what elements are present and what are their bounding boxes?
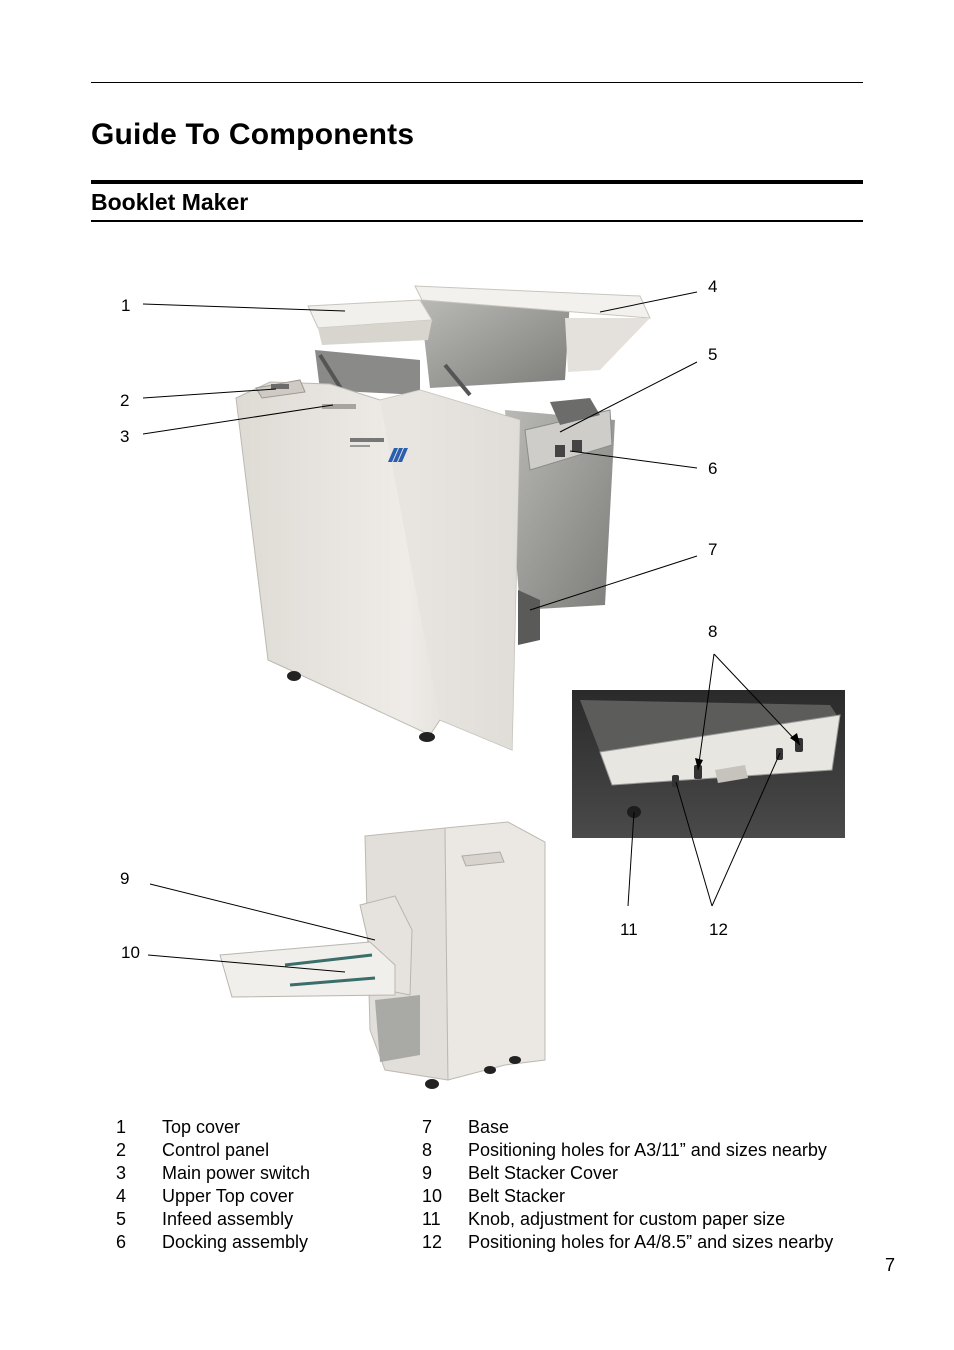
callout-2: 2 [120, 391, 129, 410]
section-title: Booklet Maker [91, 189, 249, 215]
callout-1: 1 [121, 296, 130, 315]
legend-number: 11 [422, 1209, 441, 1229]
legend-item: 8 Positioning holes for A3/11” and sizes … [397, 1139, 833, 1162]
legend-label: Belt Stacker Cover [468, 1163, 619, 1183]
legend-left: 1 Top cover 2 Control panel 3 Main power sw… [91, 1116, 310, 1254]
legend-label: Docking assembly [162, 1232, 309, 1252]
legend-number: 10 [422, 1186, 443, 1206]
legend-item: 12 Positioning holes for A4/8.5” and size… [397, 1231, 833, 1254]
legend-number: 5 [116, 1209, 127, 1229]
legend-label: Positioning holes for A3/11” and sizes n… [468, 1140, 827, 1160]
legend-label: Top cover [162, 1117, 241, 1137]
legend-item: 2 Control panel [91, 1139, 310, 1162]
legend-label: Main power switch [162, 1163, 311, 1183]
callout-arrowheads [695, 733, 800, 770]
callout-6: 6 [708, 459, 717, 478]
callout-7: 7 [708, 540, 717, 559]
callout-9: 9 [120, 869, 129, 888]
components-illustration: 1 2 3 4 5 6 7 8 9 10 11 12 [120, 277, 845, 1089]
legend-item: 5 Infeed assembly [91, 1208, 310, 1231]
legend-number: 3 [116, 1163, 127, 1183]
legend-item: 3 Main power switch [91, 1162, 310, 1185]
legend-item: 9 Belt Stacker Cover [397, 1162, 833, 1185]
callout-5: 5 [708, 345, 717, 364]
legend-number: 6 [116, 1232, 127, 1252]
callout-leaders [142, 291, 801, 973]
legend-right: 7 Base 8 Positioning holes for A3/11” and … [397, 1116, 833, 1254]
components-figure: 1 2 3 4 5 6 7 8 9 10 11 12 [120, 277, 845, 1089]
legend-label: Upper Top cover [162, 1186, 294, 1206]
legend-number: 1 [116, 1117, 127, 1137]
callout-4: 4 [708, 277, 717, 296]
page-title: Guide To Components [91, 118, 415, 151]
docking-closeup-photo [572, 690, 845, 838]
legend-label: Control panel [162, 1140, 270, 1160]
legend-label: Infeed assembly [162, 1209, 294, 1229]
callout-8: 8 [708, 622, 717, 641]
legend-number: 9 [422, 1163, 433, 1183]
legend-number: 7 [422, 1117, 433, 1137]
header-rule [91, 82, 863, 83]
legend-number: 12 [422, 1232, 443, 1252]
legend-item: 7 Base [397, 1116, 833, 1139]
legend-item: 6 Docking assembly [91, 1231, 310, 1254]
legend-number: 8 [422, 1140, 433, 1160]
page-number: 7 [885, 1255, 896, 1275]
booklet-maker-photo [235, 285, 651, 751]
callout-12: 12 [709, 920, 728, 939]
callout-11: 11 [620, 920, 638, 939]
legend-label: Base [468, 1117, 510, 1137]
section-rule-top [91, 180, 863, 184]
legend-item: 4 Upper Top cover [91, 1185, 310, 1208]
legend-number: 4 [116, 1186, 127, 1206]
belt-stacker-photo [219, 821, 546, 1089]
legend-label: Knob, adjustment for custom paper size [468, 1209, 786, 1229]
legend-item: 11 Knob, adjustment for custom paper size [397, 1208, 833, 1231]
section-rule-bottom [91, 220, 863, 222]
legend-item: 1 Top cover [91, 1116, 310, 1139]
callout-3: 3 [120, 427, 129, 446]
callout-10: 10 [121, 943, 140, 962]
legend-number: 2 [116, 1140, 127, 1160]
legend-label: Positioning holes for A4/8.5” and sizes … [468, 1232, 834, 1252]
legend-label: Belt Stacker [468, 1186, 566, 1206]
legend-item: 10 Belt Stacker [397, 1185, 833, 1208]
